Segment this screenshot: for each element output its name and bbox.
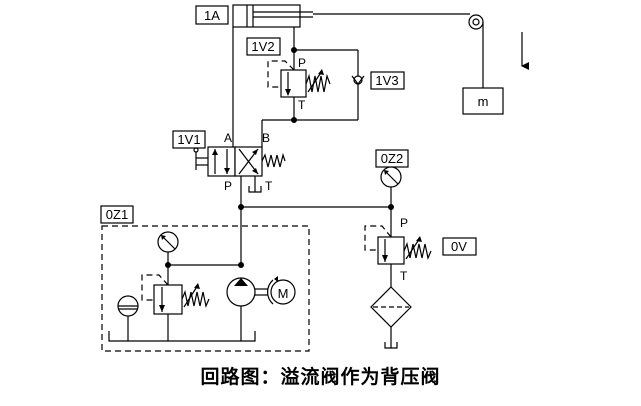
- tank-icon: [108, 331, 256, 342]
- port-a: A: [224, 131, 232, 145]
- tag-0z2: 0Z2: [381, 151, 403, 166]
- tank-icon: [384, 342, 398, 349]
- rotation-arrow-icon: [267, 279, 274, 305]
- tag-1v2: 1V2: [251, 39, 274, 54]
- cylinder-1a: 1A: [195, 4, 470, 28]
- port-t: T: [400, 269, 408, 283]
- relief-valve-1v2: 1V2 P T 1V3: [246, 37, 405, 123]
- motor-label: M: [278, 286, 289, 301]
- pulley-load: m: [462, 14, 529, 115]
- tag-1v3: 1V3: [375, 73, 398, 88]
- port-p: P: [298, 56, 306, 70]
- spring-icon: [305, 73, 331, 93]
- tag-1a: 1A: [204, 8, 220, 23]
- mass-label: m: [478, 94, 489, 109]
- motor-icon: [270, 279, 296, 305]
- port-p: P: [400, 216, 408, 230]
- filter: [370, 286, 412, 349]
- tag-0z1: 0Z1: [106, 207, 128, 222]
- port-t: T: [265, 179, 273, 193]
- tag-box-0z1: [100, 205, 134, 224]
- mass-box: [462, 87, 504, 115]
- port-t: T: [298, 98, 306, 112]
- directional-valve-1v1: 1V1 A B P T: [172, 130, 286, 207]
- diagram-title: 回路图：溢流阀作为背压阀: [200, 366, 441, 388]
- tag-box-1v3: [370, 71, 405, 90]
- port-b: B: [262, 131, 270, 145]
- cylinder-barrel: [232, 4, 301, 28]
- power-unit-boundary: [101, 225, 310, 352]
- tag-box-0v: [442, 237, 477, 256]
- tag-box-1v1: [172, 130, 206, 149]
- spring-icon: [181, 290, 210, 308]
- tank-icon: [248, 186, 262, 193]
- pulley: [468, 14, 484, 30]
- tag-box-1a: [195, 5, 229, 25]
- tag-0v: 0V: [451, 239, 467, 254]
- junction-node: [291, 117, 297, 123]
- spring-icon: [261, 152, 286, 168]
- check-valve-1v3: 1V3: [351, 71, 405, 90]
- tag-1v1: 1V1: [177, 132, 200, 147]
- tag-box-1v2: [246, 37, 281, 56]
- power-unit-0z1: 0Z1 M: [100, 205, 310, 352]
- gauge-0z2: 0Z2: [375, 149, 409, 237]
- relief-valve-0v: P 0V T: [364, 216, 477, 287]
- junction-node: [388, 204, 394, 210]
- port-p: P: [224, 179, 232, 193]
- spring-icon: [403, 242, 432, 260]
